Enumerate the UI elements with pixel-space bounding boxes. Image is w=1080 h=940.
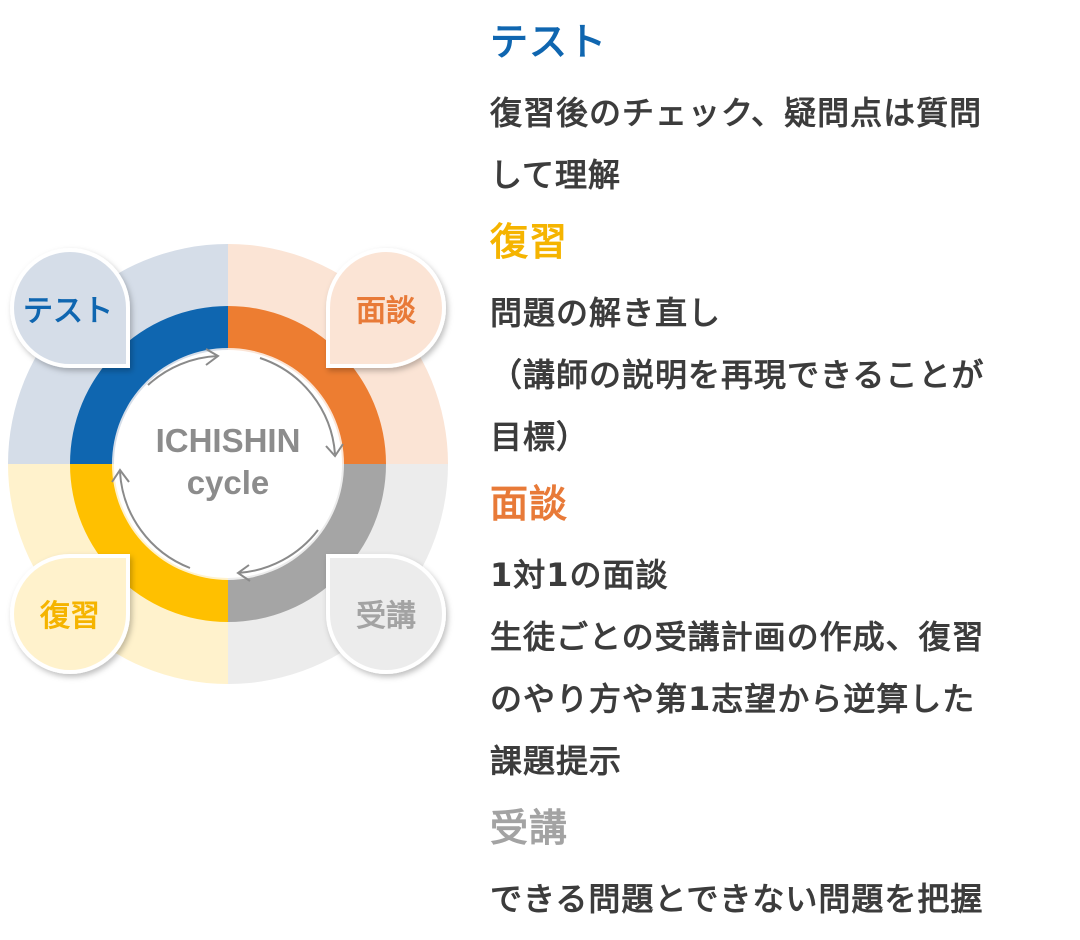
section-text-line: 生徒ごとの受講計画の作成、復習 <box>490 618 985 656</box>
ring-segment-yellow <box>70 464 228 622</box>
petal-mendan <box>326 248 446 368</box>
petal-fukushu-label: 復習 <box>39 599 100 634</box>
section-text-line: して理解 <box>490 156 622 194</box>
petal-test-shape <box>10 248 130 368</box>
center-text-line2: cycle <box>187 464 270 501</box>
section-text-line: （講師の説明を再現できることが <box>490 356 985 394</box>
section-text-line: 問題の解き直し <box>490 294 722 332</box>
center-circle <box>114 350 342 578</box>
cycle-diagram: ICHISHIN cycle テスト 面談 受講 復習 <box>0 0 460 928</box>
arrow-arc-bottom <box>237 529 319 574</box>
section-text-line: 課題提示 <box>490 742 623 780</box>
arrowhead-right-icon <box>325 443 344 458</box>
cycle-arrows <box>111 348 344 582</box>
arrow-arc-right <box>259 357 336 455</box>
cycle-diagram-svg: ICHISHIN cycle テスト 面談 受講 復習 <box>8 244 448 684</box>
arrow-arc-left <box>119 471 191 569</box>
section-heading-test: テスト <box>490 20 608 64</box>
section-heading-juko: 受講 <box>490 806 569 850</box>
petal-fukushu-shape <box>10 554 130 674</box>
petal-mendan-label: 面談 <box>356 294 417 329</box>
cycle-description: テスト 復習後のチェック、疑問点は質問 して理解 復習 問題の解き直し （講師の… <box>490 16 1070 940</box>
section-heading-mendan: 面談 <box>490 482 569 526</box>
center-text-line1: ICHISHIN <box>156 422 301 459</box>
section-test: テスト 復習後のチェック、疑問点は質問 して理解 <box>490 16 1070 206</box>
section-fukushu: 復習 問題の解き直し （講師の説明を再現できることが 目標） <box>490 216 1070 468</box>
section-text-line: のやり方や第1志望から逆算した <box>490 680 976 718</box>
section-text-line: 1対1の面談 <box>490 556 669 594</box>
petal-juko-shape <box>326 554 446 674</box>
section-heading-fukushu: 復習 <box>490 220 569 264</box>
ring-segment-gray <box>228 464 386 622</box>
petal-juko-label: 受講 <box>356 599 416 634</box>
ring-segment-orange <box>228 306 386 464</box>
petal-test-label: テスト <box>23 294 113 329</box>
section-juko: 受講 できる問題とできない問題を把握 <box>490 802 1070 930</box>
arrowhead-top-icon <box>205 348 220 366</box>
ring-segment-blue <box>70 306 228 464</box>
petal-mendan-shape <box>326 248 446 368</box>
petal-juko <box>326 554 446 674</box>
section-mendan: 面談 1対1の面談 生徒ごとの受講計画の作成、復習 のやり方や第1志望から逆算し… <box>490 478 1070 792</box>
section-text-line: できる問題とできない問題を把握 <box>490 880 984 918</box>
arrowhead-bottom-icon <box>236 564 251 582</box>
arrow-arc-top <box>147 355 219 386</box>
section-text-line: 復習後のチェック、疑問点は質問 <box>490 94 983 132</box>
section-text-line: 目標） <box>490 418 590 456</box>
petal-test <box>10 248 130 368</box>
petal-fukushu <box>10 554 130 674</box>
arrowhead-left-icon <box>111 468 130 483</box>
